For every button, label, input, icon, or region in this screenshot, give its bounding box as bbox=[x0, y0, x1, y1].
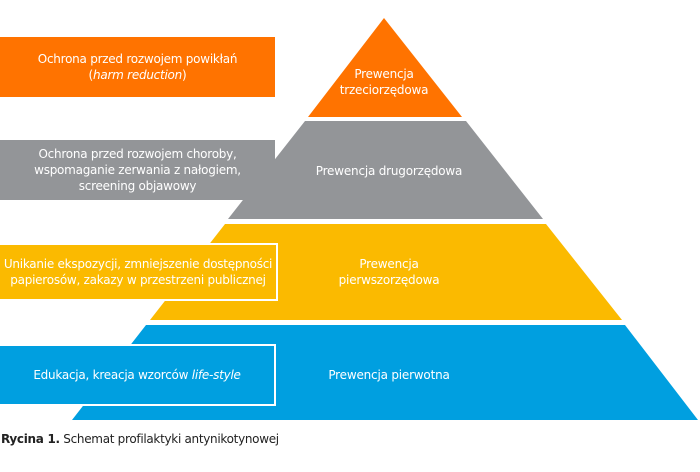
box-text-italic: harm reduction bbox=[92, 68, 183, 82]
level-label-line: trzeciorzędowa bbox=[339, 83, 429, 97]
level-label-secondary: Prewencja drugorzędowa bbox=[304, 163, 474, 179]
box-text-line: Edukacja, kreacja wzorców life-style bbox=[33, 367, 241, 383]
paren-close: ) bbox=[182, 68, 187, 82]
description-box-tertiary: Ochrona przed rozwojem powikłań (harm re… bbox=[0, 37, 275, 97]
description-box-primary: Unikanie ekspozycji, zmniejszenie dostęp… bbox=[0, 243, 278, 301]
box-text-line: papierosów, zakazy w przestrzeni publicz… bbox=[10, 273, 266, 287]
description-box-secondary: Ochrona przed rozwojem choroby, wspomaga… bbox=[0, 140, 275, 200]
pyramid-level-secondary bbox=[228, 121, 543, 219]
box-text-line: Ochrona przed rozwojem choroby, bbox=[38, 147, 237, 161]
level-label-tertiary: Prewencja trzeciorzędowa bbox=[334, 66, 434, 98]
level-label-line: Prewencja bbox=[354, 67, 414, 81]
paren-open: ( bbox=[88, 68, 94, 82]
level-label-line: Prewencja pierwotna bbox=[328, 368, 450, 382]
figure-caption: Rycina 1. Schemat profilaktyki antynikot… bbox=[1, 432, 279, 446]
box-text-line: screening objawowy bbox=[78, 179, 197, 193]
caption-text: Schemat profilaktyki antynikotynowej bbox=[59, 432, 279, 446]
box-text-line: Ochrona przed rozwojem powikłań bbox=[37, 52, 238, 66]
level-label-line: pierwszorzędowa bbox=[338, 273, 440, 287]
box-text-line: (harm reduction) bbox=[89, 67, 187, 83]
level-label-primordial: Prewencja pierwotna bbox=[314, 367, 464, 383]
box-text-line: Unikanie ekspozycji, zmniejszenie dostęp… bbox=[3, 257, 273, 271]
level-label-primary: Prewencja pierwszorzędowa bbox=[324, 256, 454, 288]
pyramid-level-tertiary bbox=[308, 18, 462, 117]
level-label-line: Prewencja drugorzędowa bbox=[315, 164, 463, 178]
box-text-line: wspomaganie zerwania z nałogiem, bbox=[34, 163, 241, 177]
description-box-primordial: Edukacja, kreacja wzorców life-style bbox=[0, 344, 276, 406]
level-label-line: Prewencja bbox=[359, 257, 419, 271]
box-text: Edukacja, kreacja wzorców bbox=[33, 368, 192, 382]
caption-label: Rycina 1. bbox=[1, 432, 60, 446]
box-text-italic: life-style bbox=[191, 368, 241, 382]
